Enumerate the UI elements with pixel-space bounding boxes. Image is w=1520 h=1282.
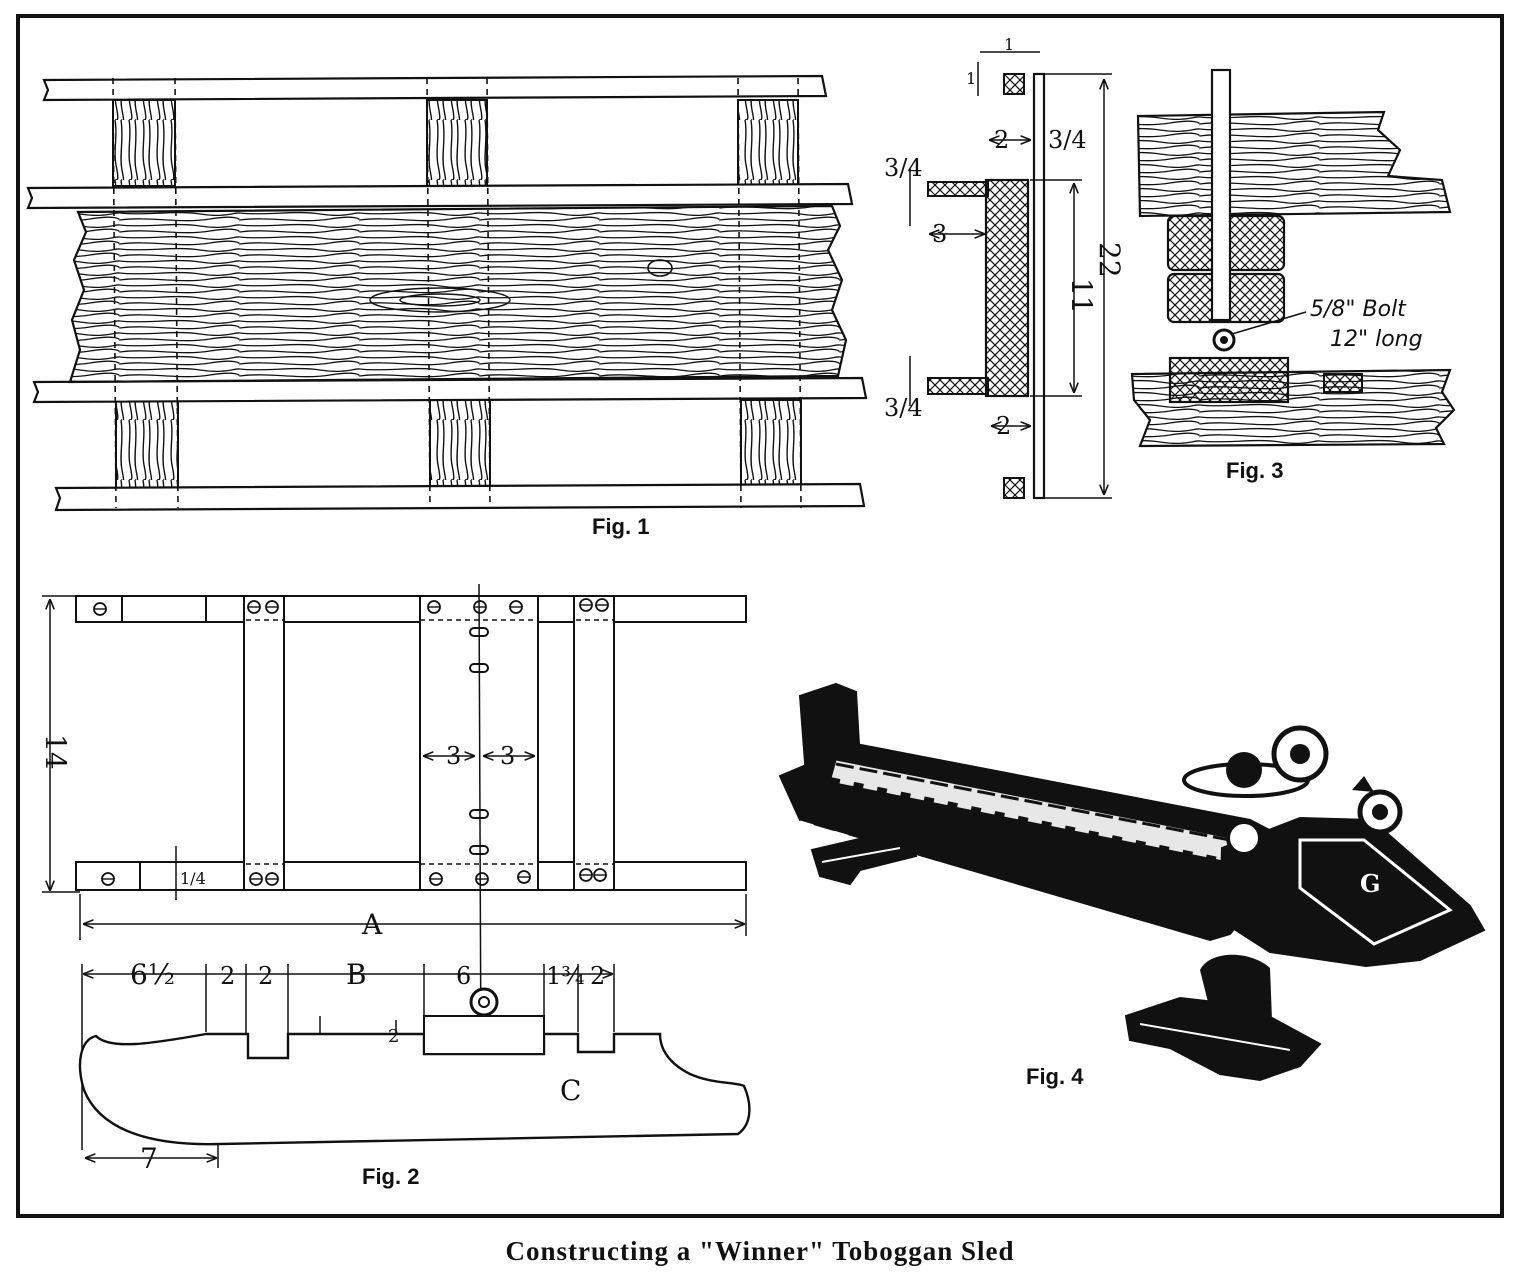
fig3-label: Fig. 3 bbox=[1226, 458, 1284, 483]
dim-seg-6-half: 6½ bbox=[130, 958, 175, 991]
fig1-post bbox=[429, 399, 491, 491]
side-cleat-bottom bbox=[927, 377, 989, 395]
dim-offset-2: 2 bbox=[994, 126, 1009, 154]
fig1-post bbox=[112, 99, 176, 187]
fig1-post bbox=[740, 399, 802, 491]
dim-gap-3-4a: 3/4 bbox=[884, 154, 923, 182]
wood-knot bbox=[399, 293, 481, 307]
side-top-strip bbox=[1003, 73, 1025, 95]
dim-block-height: 2 bbox=[388, 1026, 399, 1047]
dim-height-14: 14 bbox=[39, 734, 72, 770]
fig2-crosspiece bbox=[573, 595, 615, 891]
figure-frame bbox=[16, 14, 1504, 1218]
fig2-runner-block bbox=[423, 1015, 545, 1055]
wood-knot bbox=[647, 259, 673, 277]
dim-seg-1-3-4: 1¾ bbox=[546, 962, 585, 990]
fig4-wheel-hub bbox=[1226, 752, 1262, 788]
dim-thick-3-4: 3/4 bbox=[1048, 126, 1087, 154]
fig1-rail bbox=[54, 482, 866, 512]
dim-right-half: 3 bbox=[500, 742, 515, 770]
side-block bbox=[984, 178, 1030, 398]
fig1-hidden-lines bbox=[112, 77, 802, 509]
side-runner bbox=[1032, 72, 1046, 500]
fig1-rail bbox=[32, 376, 868, 404]
fig1-label: Fig. 1 bbox=[592, 514, 650, 539]
fig1-post bbox=[115, 399, 179, 491]
fig3-bolt-detail: 5/8" Bolt 12" long bbox=[1130, 68, 1456, 448]
dim-b: B bbox=[346, 958, 367, 991]
fig1-plan-view bbox=[26, 74, 868, 512]
fig4-front-post bbox=[1200, 954, 1272, 1020]
bolt-note-line1: 5/8" Bolt bbox=[1310, 297, 1407, 322]
dim-a: A bbox=[361, 908, 383, 941]
dim-seg-2a: 2 bbox=[220, 962, 235, 990]
fig2-runner bbox=[78, 1032, 751, 1146]
fig1-rail bbox=[26, 182, 854, 210]
dim-c: C bbox=[560, 1074, 581, 1107]
fig2-center-axis bbox=[478, 583, 482, 1067]
fig1-post bbox=[426, 99, 488, 187]
dim-left-half: 3 bbox=[446, 742, 461, 770]
fig2-crosspiece bbox=[243, 595, 285, 891]
fig4-rear-runner bbox=[810, 834, 918, 886]
fig1-post bbox=[737, 99, 799, 187]
fig2-bottom-rail bbox=[75, 861, 747, 891]
fig3-bolt-eye-center bbox=[1220, 336, 1228, 344]
fig4-label: Fig. 4 bbox=[1026, 1064, 1084, 1089]
fig3-upper-board bbox=[1136, 110, 1452, 218]
side-bottom-strip bbox=[1003, 477, 1025, 499]
fig1-rail bbox=[42, 74, 828, 102]
fig2-top-rail bbox=[75, 595, 747, 623]
dim-seg-6: 6 bbox=[456, 962, 471, 990]
fig4-hood-panel bbox=[1298, 838, 1453, 946]
dim-gap-3-4b: 3/4 bbox=[884, 394, 923, 422]
dim-inner-11: 11 bbox=[1065, 278, 1098, 314]
bolt-note-line2: 12" long bbox=[1330, 327, 1423, 352]
side-section-view: 3 2 3/4 2 3/4 3/4 11 22 1 1 bbox=[884, 35, 1126, 500]
dim-total-22: 22 bbox=[1093, 242, 1126, 278]
fig3-bolt-shaft bbox=[1210, 68, 1232, 322]
fig3-leader bbox=[1231, 311, 1307, 335]
dim-seg-2c: 2 bbox=[590, 962, 605, 990]
wood-knot bbox=[369, 287, 511, 313]
fig2-label: Fig. 2 bbox=[362, 1164, 420, 1189]
dim-seg-2b: 2 bbox=[258, 962, 273, 990]
fig3-lower-board bbox=[1130, 368, 1456, 448]
dim-bottom-2: 2 bbox=[996, 412, 1011, 440]
dim-overhang-3: 3 bbox=[932, 220, 947, 248]
dim-top-1b: 1 bbox=[966, 69, 976, 88]
fig4-side-mark: III bbox=[1244, 614, 1280, 652]
fig4-sled-illustration: G III bbox=[778, 614, 1486, 1082]
fig2-frame-and-runner: 14 1/4 A 3 3 6½ 2 2 B 6 1¾ 2 2 C 7 bbox=[39, 583, 751, 1175]
fig3-strip bbox=[1323, 373, 1363, 393]
dim-cleat: 1/4 bbox=[180, 869, 206, 888]
dim-nose: 7 bbox=[140, 1142, 158, 1175]
fig4-plate-mark: G bbox=[1360, 869, 1381, 898]
side-cleat-top bbox=[927, 181, 989, 197]
side-dimension-lines bbox=[909, 51, 1112, 499]
figure-caption: Constructing a "Winner" Toboggan Sled bbox=[505, 1236, 1015, 1266]
dim-top-1: 1 bbox=[1004, 35, 1014, 54]
